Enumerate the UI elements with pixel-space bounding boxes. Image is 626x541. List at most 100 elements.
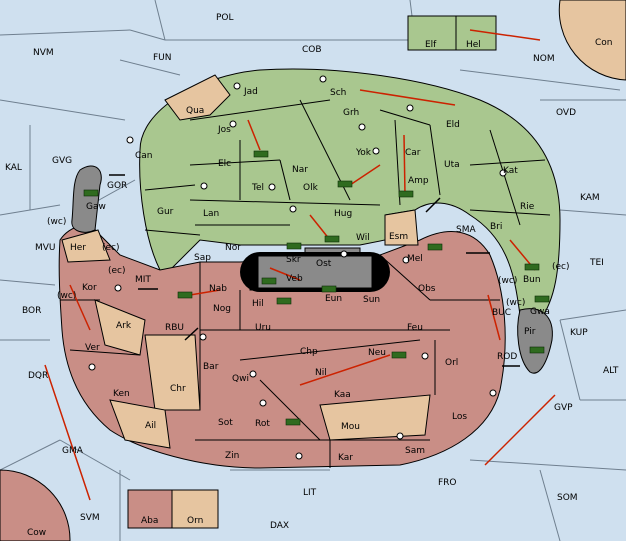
label-rod: ROD <box>497 352 517 362</box>
label-nar: Nar <box>292 165 308 175</box>
label-qua: Qua <box>186 106 204 116</box>
label-eld: Eld <box>446 120 460 130</box>
coast-wc-3: (wc) <box>498 276 517 286</box>
label-hil: Hil <box>252 299 264 309</box>
label-orn: Orn <box>187 516 203 526</box>
label-elc: Elc <box>218 159 231 169</box>
label-ost: Ost <box>316 259 332 269</box>
label-jos: Jos <box>217 125 231 135</box>
label-lan: Lan <box>203 209 219 219</box>
territory-orn[interactable] <box>171 489 219 529</box>
label-kar: Kar <box>338 453 353 463</box>
label-mel: Mel <box>407 254 423 264</box>
territory-esm[interactable] <box>384 209 419 246</box>
territory-cow[interactable] <box>0 469 71 541</box>
territory-elf[interactable] <box>407 15 457 51</box>
territory-chr[interactable] <box>144 334 201 411</box>
label-orl: Orl <box>445 358 458 368</box>
label-obs: Obs <box>418 284 436 294</box>
territory-her[interactable] <box>61 229 111 263</box>
label-buc: BUC <box>492 308 511 318</box>
label-aba: Aba <box>141 516 158 526</box>
label-car: Car <box>405 148 421 158</box>
label-sun: Sun <box>363 295 380 305</box>
label-gvg: GVG <box>52 156 72 166</box>
label-uta: Uta <box>444 160 460 170</box>
territory-mou[interactable] <box>319 394 431 441</box>
territory-con[interactable] <box>558 0 626 81</box>
label-can: Can <box>135 151 153 161</box>
green-borders <box>144 99 551 236</box>
territory-gaw[interactable] <box>71 165 102 233</box>
label-bar: Bar <box>203 362 219 372</box>
label-kor: Kor <box>82 283 97 293</box>
label-olk: Olk <box>303 183 319 193</box>
coast-wc-1: (wc) <box>47 217 66 227</box>
label-rot: Rot <box>255 419 270 429</box>
label-elf: Elf <box>425 40 437 50</box>
label-cow: Cow <box>27 528 46 538</box>
label-ken: Ken <box>113 389 130 399</box>
coast-wc-2: (wc) <box>57 291 76 301</box>
label-sma: SMA <box>456 225 476 235</box>
label-dqr: DQR <box>28 371 48 381</box>
territory-aba[interactable] <box>127 489 173 529</box>
label-uru: Uru <box>255 323 271 333</box>
label-dax: DAX <box>270 521 289 531</box>
label-pir: Pir <box>524 327 536 337</box>
label-neu: Neu <box>368 348 386 358</box>
label-jad: Jad <box>243 87 258 97</box>
label-nor: Nor <box>225 243 241 253</box>
label-bor: BOR <box>22 306 41 316</box>
label-zin: Zin <box>225 451 239 461</box>
label-bun: Bun <box>523 275 541 285</box>
label-gma: GMA <box>62 446 84 456</box>
label-gvp: GVP <box>554 403 573 413</box>
label-chp: Chp <box>300 347 318 357</box>
gray-bar <box>257 255 373 289</box>
label-gor: GOR <box>107 181 127 191</box>
label-cob: COB <box>302 45 322 55</box>
territory-pir[interactable] <box>517 308 553 374</box>
coast-ec-3: (ec) <box>552 262 570 272</box>
label-amp: Amp <box>408 176 429 186</box>
label-con: Con <box>595 38 613 48</box>
label-kaa: Kaa <box>334 390 351 400</box>
red-borders <box>60 254 500 468</box>
label-rie: Rie <box>520 202 535 212</box>
label-kam: KAM <box>580 193 600 203</box>
label-chr: Chr <box>170 384 186 394</box>
label-gur: Gur <box>157 207 174 217</box>
coast-ec-1: (ec) <box>102 243 120 253</box>
label-mvu: MVU <box>35 243 56 253</box>
label-gwa: Gwa <box>530 307 550 317</box>
label-mou: Mou <box>341 422 360 432</box>
territory-qua[interactable] <box>164 74 231 121</box>
label-nil: Nil <box>315 368 327 378</box>
supply-centers <box>88 75 507 460</box>
coast-wc-4: (wc) <box>506 298 525 308</box>
coast-ec-2: (ec) <box>108 266 126 276</box>
label-som: SOM <box>557 493 578 503</box>
label-ovd: OVD <box>556 108 576 118</box>
label-nog: Nog <box>213 304 231 314</box>
label-alt: ALT <box>603 366 619 376</box>
territory-ail[interactable] <box>109 399 171 449</box>
label-svm: SVM <box>80 513 100 523</box>
landmass-green <box>139 68 561 321</box>
label-hel: Hel <box>466 40 481 50</box>
label-her: Her <box>70 243 86 253</box>
label-skr: Skr <box>286 255 301 265</box>
label-esm: Esm <box>389 232 408 242</box>
label-kat: Kat <box>503 166 518 176</box>
label-tel: Tel <box>251 183 264 193</box>
label-nab: Nab <box>209 284 227 294</box>
strait-connectors <box>109 174 520 367</box>
label-grh: Grh <box>343 108 359 118</box>
label-lit: LIT <box>303 488 317 498</box>
label-ark: Ark <box>116 321 132 331</box>
label-nvm: NVM <box>33 48 54 58</box>
label-bri: Bri <box>490 222 502 232</box>
